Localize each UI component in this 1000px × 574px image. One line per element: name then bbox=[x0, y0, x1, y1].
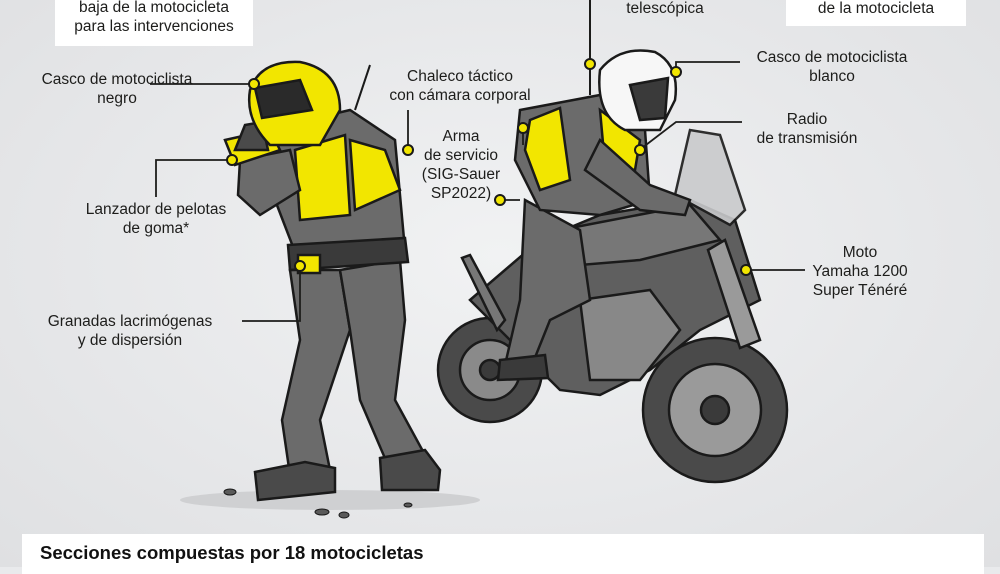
label-black-helmet: Casco de motociclista negro bbox=[41, 71, 193, 107]
callout-dots bbox=[226, 58, 752, 276]
label-tactical-vest: Chaleco táctico con cámara corporal bbox=[389, 68, 531, 104]
label-radio: Radio de transmisión bbox=[756, 111, 858, 147]
motorcycle-rider bbox=[496, 0, 692, 382]
label-white-helmet: Casco de motociclista blanco bbox=[756, 49, 908, 85]
label-top-right: de la motocicleta bbox=[817, 0, 935, 17]
label-tear-gas-grenades: Granadas lacrimógenas y de dispersión bbox=[47, 313, 213, 349]
label-telescopic: telescópica bbox=[626, 0, 704, 17]
label-motorcycle-model: Moto Yamaha 1200 Super Ténéré bbox=[812, 244, 908, 299]
label-top-left: baja de la motocicleta para las interven… bbox=[74, 0, 234, 35]
ground-debris bbox=[223, 488, 413, 519]
label-service-weapon: Arma de servicio (SIG-Sauer SP2022) bbox=[421, 128, 501, 202]
standing-officer bbox=[223, 60, 442, 502]
label-rubber-ball-launcher: Lanzador de pelotas de goma* bbox=[85, 201, 227, 237]
footer-title: Secciones compuestas por 18 motocicletas bbox=[40, 542, 424, 563]
top-right-label-box bbox=[786, 0, 966, 26]
footer-box: Secciones compuestas por 18 motocicletas bbox=[22, 534, 984, 574]
top-left-label-box bbox=[55, 0, 253, 46]
